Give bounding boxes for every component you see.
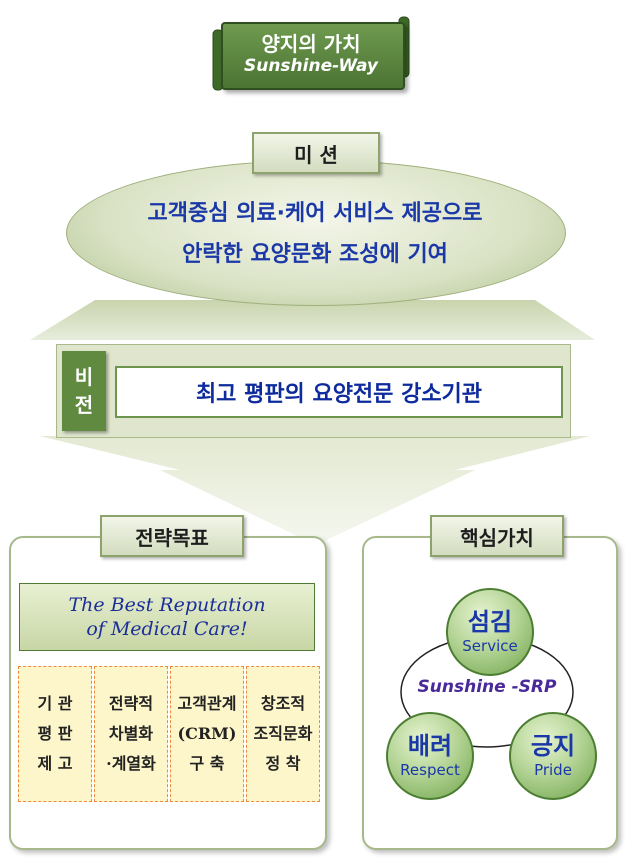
goal-reputation: 기 관 평 판 제 고 xyxy=(18,666,92,802)
goal-line: 평 판 xyxy=(37,724,73,743)
value-service: 섬김 Service xyxy=(446,588,534,676)
mission-line-1: 고객중심 의료·케어 서비스 제공으로 xyxy=(147,201,483,226)
mission-line-2: 안락한 요양문화 조성에 기여 xyxy=(182,242,448,267)
strategy-headline-line-1: The Best Reputation xyxy=(68,594,266,616)
vision-tag-char-2: 전 xyxy=(74,393,94,417)
title-banner xyxy=(221,22,405,90)
goal-line: 제 고 xyxy=(37,754,73,773)
value-pride: 긍지 Pride xyxy=(509,712,597,800)
strategy-headline-line-2: of Medical Care! xyxy=(86,618,248,640)
value-en: Pride xyxy=(534,761,572,779)
vision-tag-char-1: 비 xyxy=(74,365,94,389)
value-ko: 섬김 xyxy=(467,608,513,636)
goal-crm: 고객관계 (CRM) 구 축 xyxy=(170,666,244,802)
goal-line: (CRM) xyxy=(177,724,237,743)
values-center-label: Sunshine -SRP xyxy=(417,677,557,697)
goal-line: ·계열화 xyxy=(106,754,156,773)
banner-subtitle: Sunshine-Way xyxy=(243,56,379,76)
vision-statement: 최고 평판의 요양전문 강소기관 xyxy=(115,366,563,418)
value-ko: 긍지 xyxy=(530,732,576,760)
goal-line: 차별화 xyxy=(108,724,154,743)
value-respect: 배려 Respect xyxy=(386,712,474,800)
goal-line: 고객관계 xyxy=(177,694,237,713)
goal-culture: 창조적 조직문화 정 착 xyxy=(246,666,320,802)
lower-funnel xyxy=(40,436,590,545)
upper-funnel xyxy=(30,300,595,340)
values-tag: 핵심가치 xyxy=(430,515,564,557)
goal-line: 정 착 xyxy=(265,754,301,773)
vision-tag: 비 전 xyxy=(62,351,106,431)
goal-line: 구 축 xyxy=(189,754,225,773)
goal-differentiation: 전략적 차별화 ·계열화 xyxy=(94,666,168,802)
strategy-tag: 전략목표 xyxy=(100,515,244,557)
mission-tag: 미 션 xyxy=(252,132,380,174)
goal-line: 창조적 xyxy=(260,694,306,713)
banner-title: 양지의 가치 xyxy=(261,32,361,56)
goal-line: 전략적 xyxy=(108,694,154,713)
strategy-headline: The Best Reputation of Medical Care! xyxy=(19,583,315,651)
goal-line: 조직문화 xyxy=(253,724,313,743)
mission-ellipse xyxy=(66,160,566,306)
goal-line: 기 관 xyxy=(37,694,73,713)
value-ko: 배려 xyxy=(407,732,453,760)
value-en: Respect xyxy=(400,761,460,779)
value-en: Service xyxy=(462,637,518,655)
